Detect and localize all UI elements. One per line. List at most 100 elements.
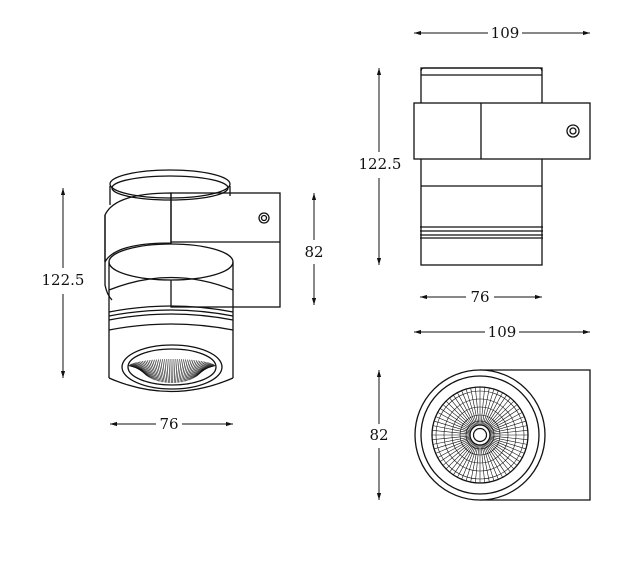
lens-rib [182, 359, 188, 383]
reflector-rib [435, 438, 471, 454]
reflector-rib [433, 420, 471, 433]
reflector-rib [489, 429, 528, 435]
reflector-rib [432, 435, 471, 441]
perspective-height-label: 122.5 [42, 271, 85, 289]
side-view [413, 67, 591, 266]
reflector-rib [442, 441, 473, 466]
reflector-rib [432, 436, 471, 445]
lens-rib [164, 359, 168, 383]
lens-rib [186, 359, 194, 382]
reflector-rib [486, 400, 515, 429]
reflector-rib [486, 442, 511, 473]
reflector-rib [432, 429, 471, 435]
lens-rib [150, 359, 158, 382]
reflector-rib [474, 444, 480, 483]
reflector-rib [442, 404, 473, 429]
reflector-rib [487, 404, 518, 429]
lens-rib [137, 361, 149, 378]
reflector-rib [432, 425, 471, 434]
lens-rib [188, 360, 198, 381]
perspective-view [104, 169, 281, 393]
reflector-rib [489, 437, 527, 450]
lens-rib [141, 360, 152, 379]
reflector-rib [461, 390, 477, 426]
reflector-rib [481, 387, 490, 426]
reflector-rib [437, 412, 472, 431]
reflector-rib [489, 436, 528, 445]
lens-rib [184, 359, 192, 382]
lens-rib [190, 360, 201, 380]
reflector-rib [480, 444, 486, 483]
lens-rib [173, 359, 176, 383]
reflector-rib [433, 437, 471, 450]
lens-rib [192, 360, 203, 379]
reflector-rib [487, 441, 518, 466]
lens-rib [179, 359, 184, 383]
lens-rib [168, 359, 171, 383]
reflector-rib [489, 438, 525, 454]
reflector-rib [445, 400, 474, 429]
reflector-rib [486, 441, 515, 470]
lens-rib [166, 359, 169, 383]
reflector-rib [489, 425, 528, 434]
reflector-rib [489, 420, 527, 433]
lens-rib [193, 361, 204, 379]
reflector-rib [470, 444, 479, 483]
reflector-rib [484, 392, 503, 427]
lens-rib [134, 362, 147, 376]
lens-rib [175, 359, 178, 383]
reflector-rib [488, 412, 523, 431]
perspective-bracket-height-label: 82 [304, 243, 323, 261]
lens-rib [146, 360, 156, 381]
side-height-label: 122.5 [359, 155, 402, 173]
lens-rib [152, 359, 160, 382]
reflector-rib [461, 444, 477, 480]
reflector-rib [480, 387, 486, 426]
lens-rib [139, 361, 150, 378]
reflector-rib [489, 435, 528, 441]
lens-rib [162, 359, 166, 383]
reflector-rib [483, 390, 499, 426]
reflector-rib [474, 387, 480, 426]
reflector-rib [449, 442, 474, 473]
reflector-rib [485, 394, 507, 427]
side-width-label: 109 [491, 24, 520, 42]
lens-rib [194, 361, 205, 378]
lens-rib [154, 359, 161, 382]
side-dimensions: 109 122.5 76 [359, 24, 590, 306]
lens-rib [180, 359, 186, 383]
reflector-rib [453, 394, 475, 427]
reflector-rib [486, 397, 511, 428]
reflector-rib [489, 416, 525, 432]
reflector-rib [488, 440, 521, 462]
lens-rib [176, 359, 180, 383]
reflector-rib [465, 388, 478, 426]
reflector-rib [445, 441, 474, 470]
lens-rib [183, 359, 190, 382]
lens-rib [158, 359, 164, 383]
perspective-dimensions: 122.5 82 76 [42, 188, 324, 433]
reflector-rib [484, 443, 503, 478]
reflector-rib [470, 387, 479, 426]
reflector-rib [481, 444, 490, 483]
bottom-view [414, 369, 591, 501]
lens-rib [136, 362, 149, 377]
bottom-dimensions: 109 82 [369, 323, 590, 500]
bottom-depth-label: 82 [369, 426, 388, 444]
reflector-rib [453, 443, 475, 476]
lens-rib [201, 365, 216, 370]
reflector-rib [485, 443, 507, 476]
reflector-rib [457, 392, 476, 427]
reflector-rib [465, 444, 478, 482]
lens-rib [148, 360, 157, 381]
lens-rib [145, 360, 155, 380]
lens-rib [160, 359, 165, 383]
reflector-rib [488, 439, 523, 458]
reflector-rib [435, 416, 471, 432]
lens-rib [187, 360, 196, 381]
lens-rib [156, 359, 162, 383]
screw-icon [566, 124, 580, 138]
reflector-rib [437, 439, 472, 458]
